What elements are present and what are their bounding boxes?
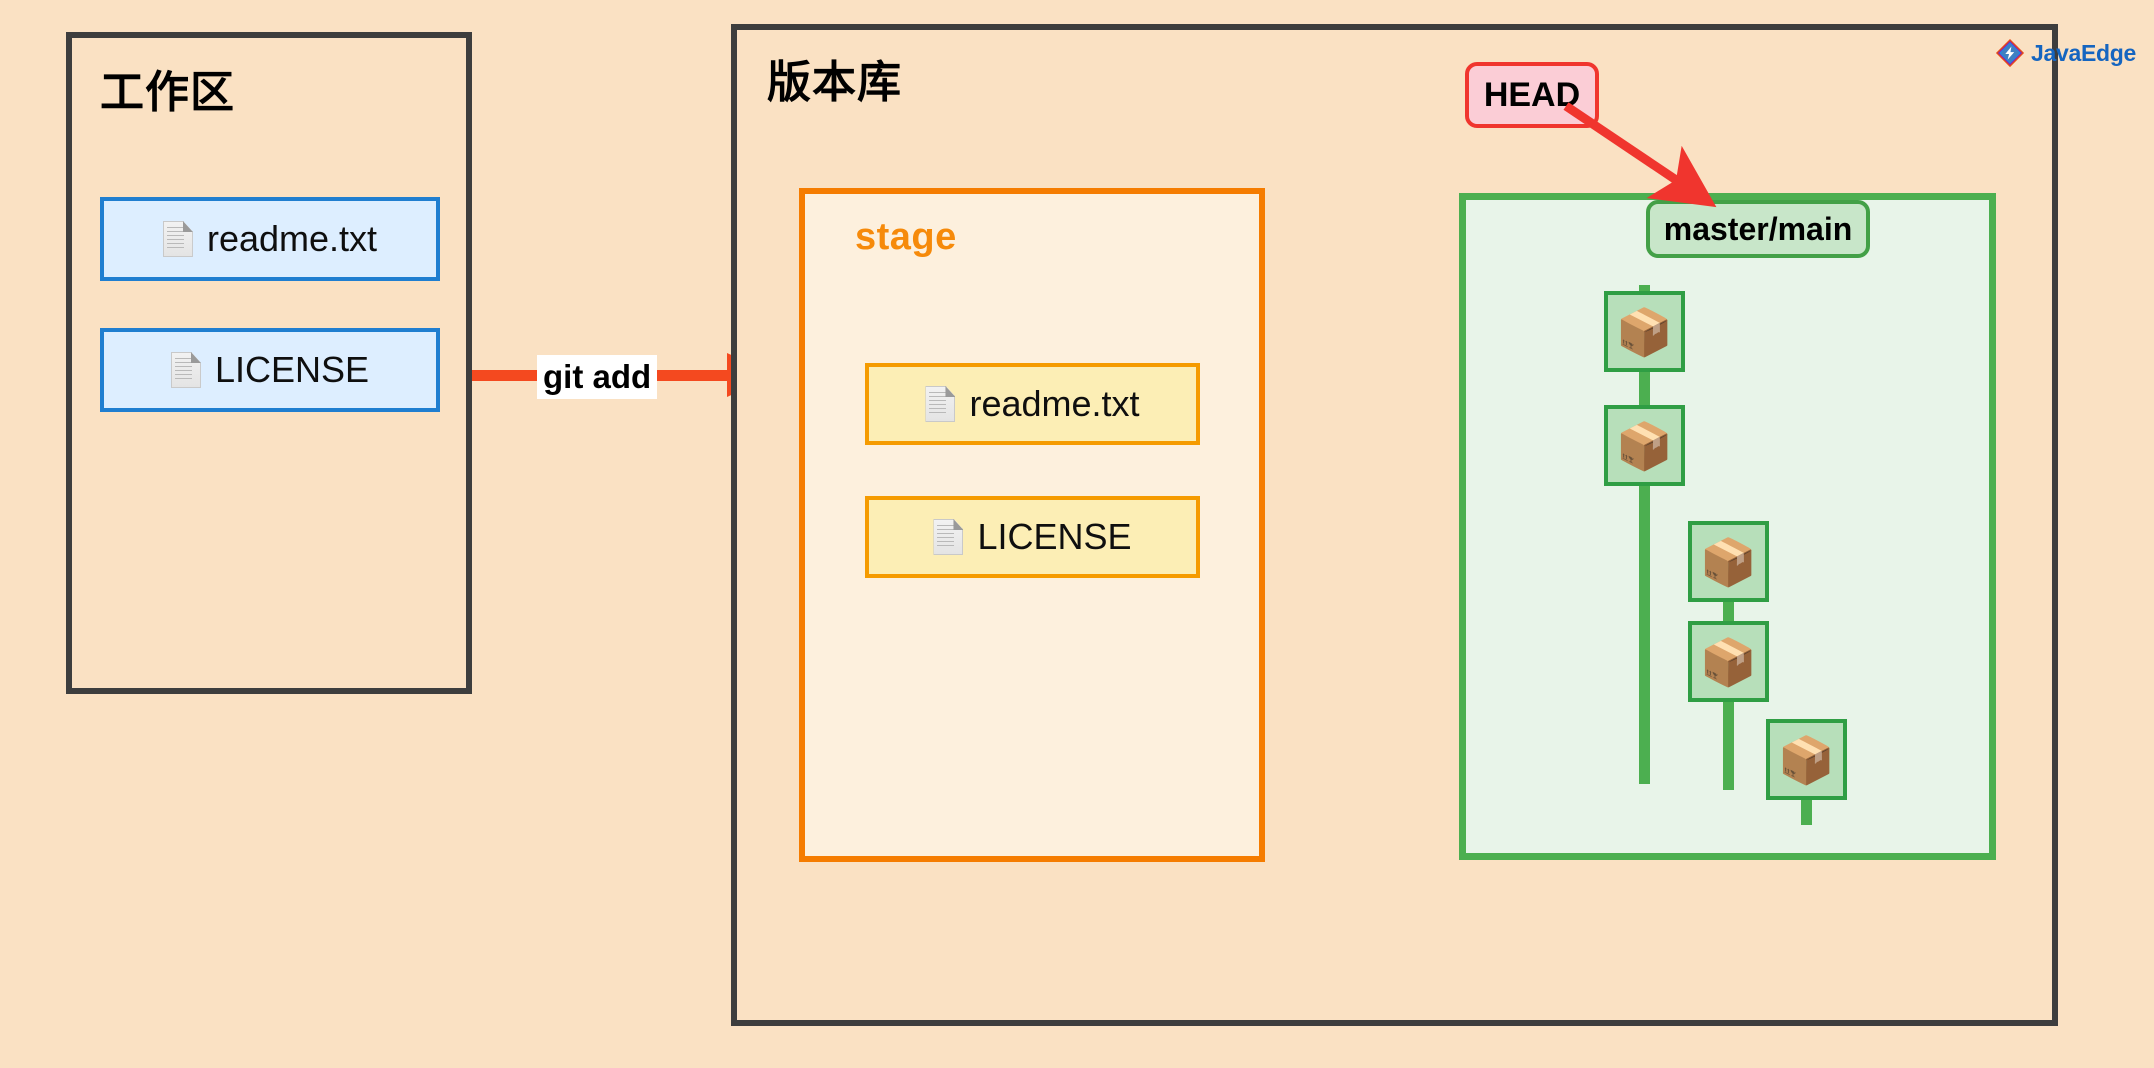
brand-logo: JavaEdge bbox=[1995, 36, 2136, 70]
commit-node[interactable]: 📦 bbox=[1604, 291, 1685, 372]
document-icon bbox=[171, 352, 201, 388]
workspace-file-license[interactable]: LICENSE bbox=[100, 328, 440, 412]
branch-line bbox=[1639, 285, 1650, 784]
stage-file-label: readme.txt bbox=[969, 383, 1140, 424]
document-icon bbox=[933, 519, 963, 555]
workspace-file-label: readme.txt bbox=[206, 218, 378, 259]
javaedge-logo-icon bbox=[1995, 38, 2025, 68]
brand-name: JavaEdge bbox=[2031, 39, 2136, 66]
branch-label-text: master/main bbox=[1663, 210, 1853, 247]
stage-label: stage bbox=[855, 216, 957, 258]
branch-label-chip[interactable]: master/main bbox=[1646, 200, 1870, 258]
commit-node[interactable]: 📦 bbox=[1766, 719, 1847, 800]
git-add-label: git add bbox=[537, 355, 658, 399]
repository-title: 版本库 bbox=[767, 58, 902, 107]
workspace-file-label: LICENSE bbox=[214, 349, 370, 390]
stage-file-readme[interactable]: readme.txt bbox=[865, 363, 1200, 445]
package-icon: 📦 bbox=[1699, 535, 1758, 588]
package-icon: 📦 bbox=[1615, 419, 1674, 472]
commit-node[interactable]: 📦 bbox=[1688, 521, 1769, 602]
stage-file-label: LICENSE bbox=[977, 516, 1132, 557]
commit-node[interactable]: 📦 bbox=[1604, 405, 1685, 486]
package-icon: 📦 bbox=[1615, 305, 1674, 358]
document-icon bbox=[163, 221, 193, 257]
workspace-title: 工作区 bbox=[100, 68, 235, 117]
workspace-file-readme[interactable]: readme.txt bbox=[100, 197, 440, 281]
head-label: HEAD bbox=[1483, 75, 1581, 114]
stage-file-license[interactable]: LICENSE bbox=[865, 496, 1200, 578]
head-arrow-icon bbox=[1563, 102, 1717, 208]
package-icon: 📦 bbox=[1777, 733, 1836, 786]
commit-node[interactable]: 📦 bbox=[1688, 621, 1769, 702]
package-icon: 📦 bbox=[1699, 635, 1758, 688]
document-icon bbox=[925, 386, 955, 422]
